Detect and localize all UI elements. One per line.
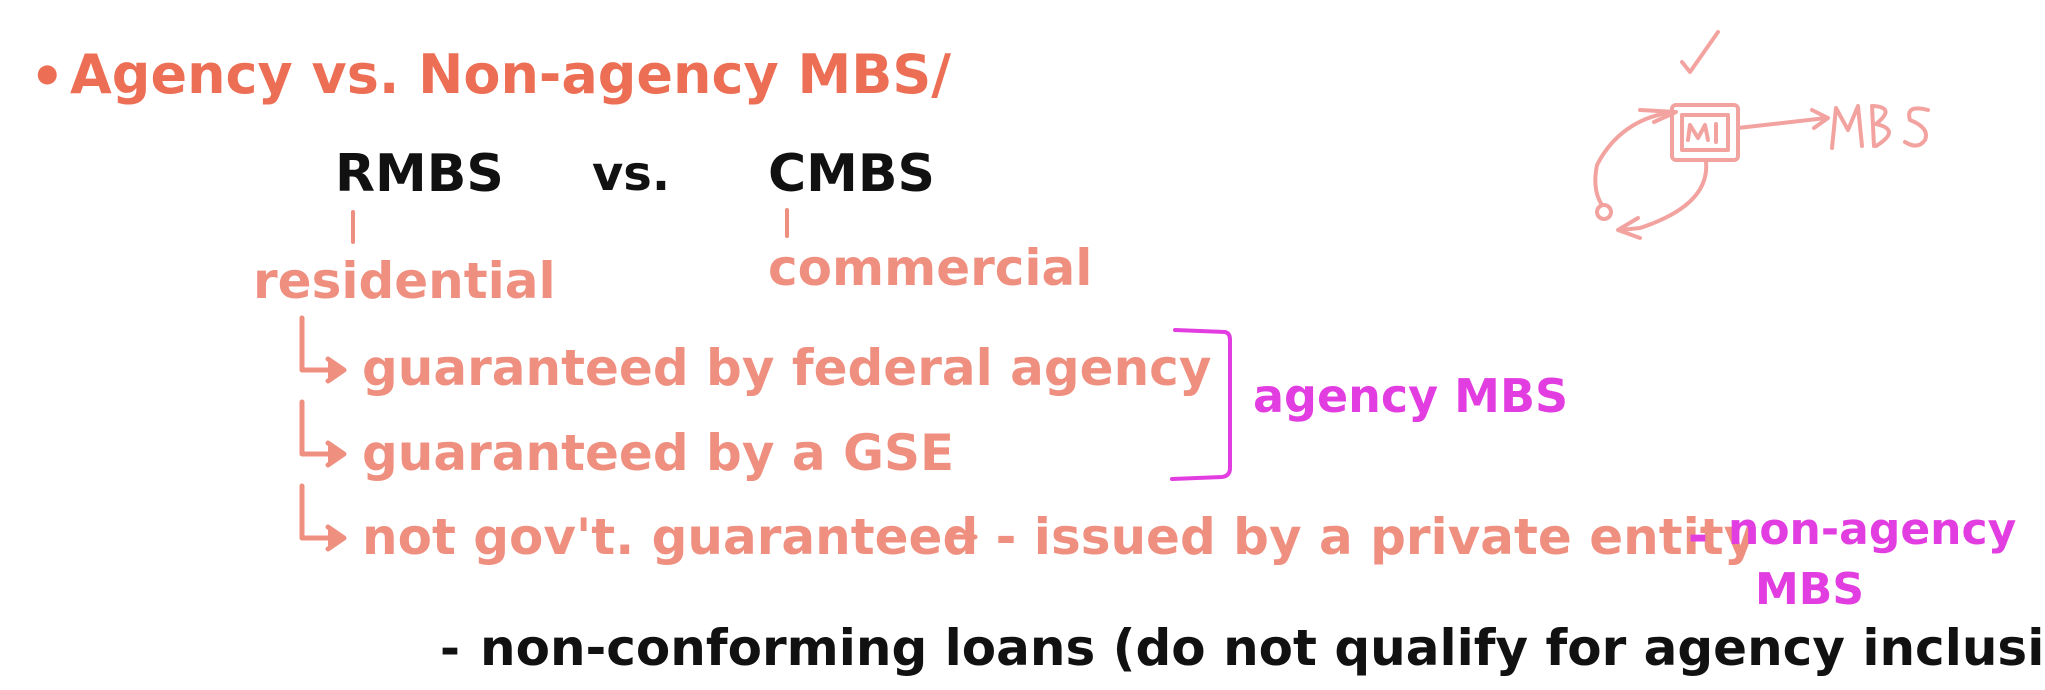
branch-federal-agency: guaranteed by federal agency [362, 339, 1212, 397]
commercial-label: commercial [768, 239, 1093, 297]
branch-arrow-icon [299, 483, 347, 552]
branch-arrow-icon [299, 315, 347, 384]
vs-label: vs. [592, 146, 671, 202]
bullet-point: • [30, 45, 65, 108]
non-agency-dash: - [1688, 508, 1708, 564]
page-title: Agency vs. Non-agency MBS/ [70, 43, 952, 106]
non-agency-note-line1: non-agency [1728, 504, 2017, 555]
rmbs-label: RMBS [335, 144, 504, 204]
branch-gse: guaranteed by a GSE [362, 424, 955, 482]
non-conforming-note: non-conforming loans (do not qualify for… [480, 619, 2045, 677]
mbs-flow-sketch-icon [1593, 30, 1930, 240]
branch-arrow-icon [299, 399, 347, 468]
branch-private-entity: not gov't. guaranteed - issued by a priv… [362, 508, 1757, 566]
cmbs-label: CMBS [768, 144, 935, 204]
non-agency-note-line2: MBS [1755, 564, 1865, 615]
residential-label: residential [253, 252, 556, 310]
agency-bracket [1170, 328, 1232, 481]
agency-mbs-note: agency MBS [1253, 369, 1569, 423]
non-conforming-dash: - [440, 621, 460, 677]
